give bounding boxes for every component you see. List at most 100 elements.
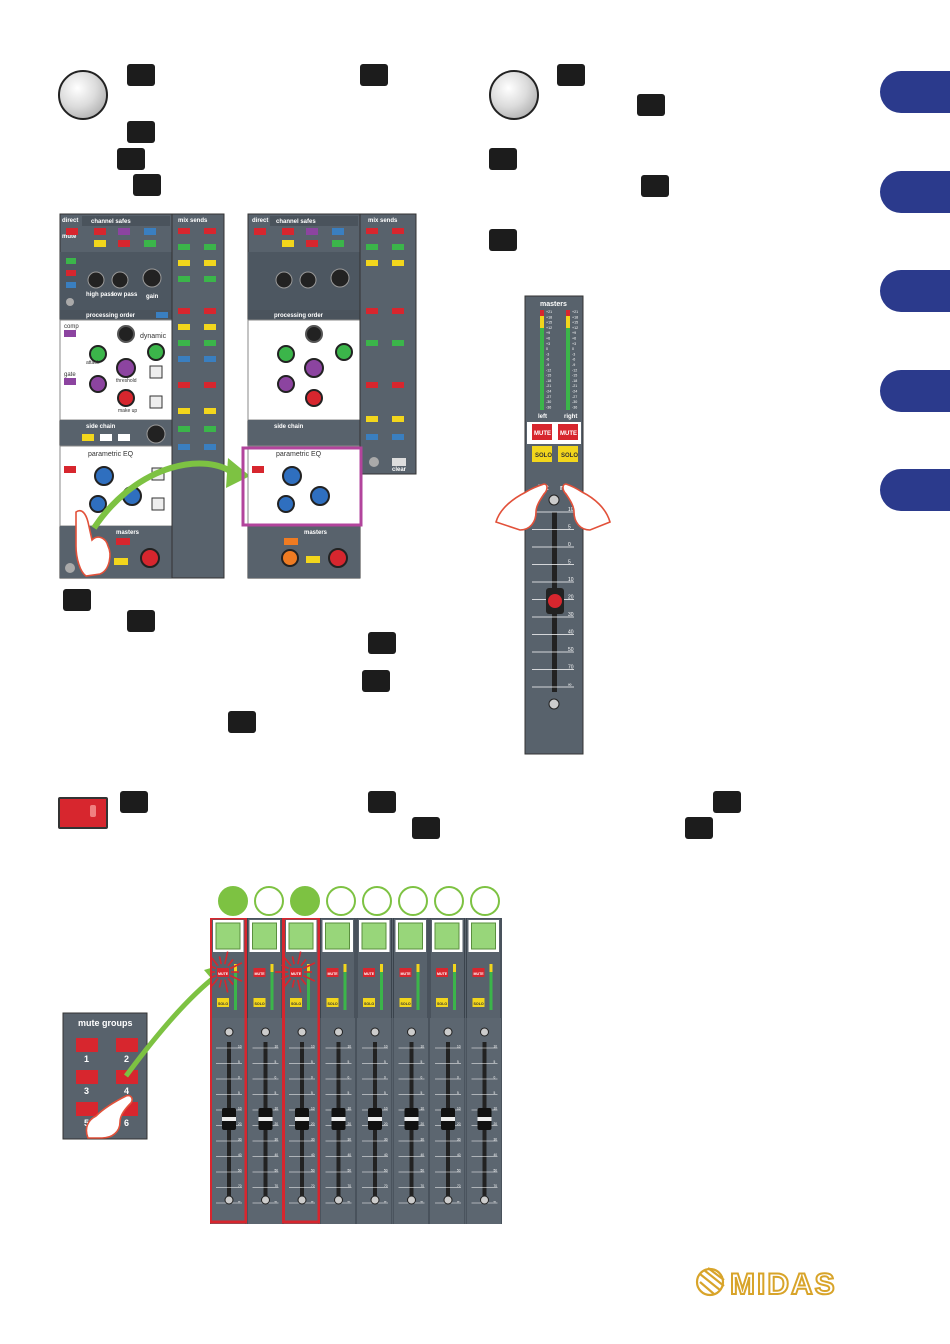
muted-highlight bbox=[210, 918, 248, 1224]
flash-ray bbox=[291, 956, 295, 965]
chapter-tab[interactable] bbox=[880, 171, 950, 213]
level-meter bbox=[416, 964, 420, 1010]
fader-scale-label: 0 bbox=[311, 1076, 313, 1080]
flash-ray bbox=[297, 951, 302, 965]
fader-scale-label: 5 bbox=[348, 1091, 350, 1095]
fader-top-screw bbox=[443, 1027, 453, 1037]
meter-scale-label: 0 bbox=[572, 347, 574, 351]
solo-left-button[interactable]: SOLO bbox=[535, 453, 552, 459]
fader-scale-label: 40 bbox=[568, 630, 574, 636]
fader-bottom-screw bbox=[261, 1195, 270, 1205]
mute-label: MUTE bbox=[328, 972, 339, 976]
fader-scale-label: 30 bbox=[457, 1138, 461, 1142]
fader-scale-label: 10 bbox=[494, 1045, 498, 1049]
fader-top-screw bbox=[480, 1027, 489, 1037]
fader-scale-label: ∞ bbox=[311, 1200, 314, 1204]
fader-top-screw bbox=[370, 1027, 380, 1037]
chapter-tab[interactable] bbox=[880, 71, 950, 113]
fader-scale-label: 50 bbox=[238, 1169, 242, 1173]
flash-ray bbox=[210, 964, 217, 970]
meter-scale-label: -18 bbox=[546, 379, 551, 383]
fader-scale-label: 40 bbox=[238, 1153, 242, 1157]
svg-text:direct: direct bbox=[252, 218, 268, 224]
solo-button bbox=[363, 998, 375, 1007]
flash-ray bbox=[297, 979, 302, 993]
level-meter bbox=[307, 964, 310, 1010]
fader-scale-label: 5 bbox=[384, 1091, 386, 1095]
select-button bbox=[215, 922, 241, 950]
mute-group-1[interactable]: 1 bbox=[84, 1054, 89, 1064]
step-marker bbox=[685, 817, 713, 839]
mute-right-button[interactable]: MUTE bbox=[560, 431, 577, 437]
fader-scale-label: ∞ bbox=[384, 1200, 387, 1204]
make-up-label: make up bbox=[118, 408, 137, 414]
mute-button bbox=[290, 968, 302, 977]
meter-scale-label: -3 bbox=[572, 352, 575, 356]
solo-button bbox=[217, 998, 229, 1007]
fader-scale-label: 40 bbox=[311, 1153, 315, 1157]
fader-scale-label: 20 bbox=[421, 1122, 425, 1126]
mute-button bbox=[472, 968, 485, 977]
meter-scale-label: -30 bbox=[546, 400, 551, 404]
svg-text:processing order: processing order bbox=[274, 313, 324, 319]
processing-order-label: processing order bbox=[86, 313, 136, 319]
mute-button bbox=[217, 968, 229, 977]
meter-scale-label: -21 bbox=[546, 384, 551, 388]
solo-button bbox=[326, 998, 339, 1007]
meter-scale-label: -6 bbox=[572, 358, 575, 362]
fader-scale-label: 5 bbox=[275, 1091, 277, 1095]
flash-ray bbox=[224, 979, 229, 993]
fader-scale-label: 70 bbox=[568, 665, 574, 671]
fader-scale-label: 5 bbox=[275, 1060, 277, 1064]
fader-scale-label: 30 bbox=[311, 1138, 315, 1142]
step-marker bbox=[127, 64, 155, 86]
meter-scale-label: +12 bbox=[546, 326, 552, 330]
mute-group-4[interactable]: 4 bbox=[124, 1086, 129, 1096]
chapter-tab[interactable] bbox=[880, 270, 950, 312]
fader-scale-label: 40 bbox=[348, 1153, 352, 1157]
fader-scale-label: ∞ bbox=[238, 1200, 241, 1204]
solo-label: SOLO bbox=[218, 1002, 228, 1006]
fader-scale-label: 20 bbox=[311, 1122, 315, 1126]
fader-scale-label: 50 bbox=[275, 1169, 279, 1173]
solo-right-button[interactable]: SOLO bbox=[561, 453, 578, 459]
fader-scale-label: 0 bbox=[384, 1076, 386, 1080]
level-meter bbox=[270, 964, 274, 1010]
meter-scale-label: -27 bbox=[546, 395, 551, 399]
mute-group-5[interactable]: 5 bbox=[84, 1118, 89, 1128]
flash-ray bbox=[227, 977, 234, 986]
channel-safes-label: channel safes bbox=[91, 219, 131, 225]
mute-group-2[interactable]: 2 bbox=[124, 1054, 129, 1064]
meter-scale-label: -12 bbox=[546, 368, 551, 372]
meter-scale-label: +12 bbox=[572, 326, 578, 330]
step-marker bbox=[127, 610, 155, 632]
fader-scale-label: 10 bbox=[311, 1107, 315, 1111]
fader-scale-label: 30 bbox=[494, 1138, 498, 1142]
mute-label: MUTE bbox=[218, 972, 229, 976]
fader-scale-label: 20 bbox=[348, 1122, 352, 1126]
meter-scale-label: -15 bbox=[572, 374, 577, 378]
fader-scale-label: 10 bbox=[384, 1107, 388, 1111]
flash-ray bbox=[302, 962, 316, 970]
flash-ray bbox=[300, 958, 307, 967]
step-marker bbox=[120, 791, 148, 813]
meter-scale-label: +15 bbox=[572, 321, 578, 325]
mute-left-button[interactable]: MUTE bbox=[534, 431, 551, 437]
flash-ray bbox=[218, 979, 222, 988]
fader-scale-label: 10 bbox=[348, 1107, 352, 1111]
mute-group-3[interactable]: 3 bbox=[84, 1086, 89, 1096]
mute-group-6[interactable]: 6 bbox=[124, 1118, 129, 1128]
fader-scale-label: 50 bbox=[494, 1169, 498, 1173]
meter-scale-label: -27 bbox=[572, 395, 577, 399]
chapter-tab[interactable] bbox=[880, 469, 950, 511]
muted-highlight bbox=[282, 918, 321, 1224]
flash-ray bbox=[300, 977, 307, 986]
fader-bottom-screw bbox=[334, 1195, 343, 1205]
meter-scale-label: -36 bbox=[572, 405, 577, 409]
chapter-tab[interactable] bbox=[880, 370, 950, 412]
fader-scale-label: 50 bbox=[457, 1169, 461, 1173]
fader-scale-label: 5 bbox=[384, 1060, 386, 1064]
